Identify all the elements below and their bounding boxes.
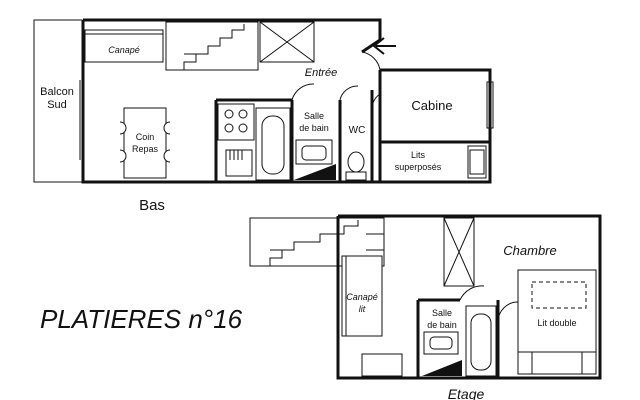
wc-toilet <box>345 151 367 181</box>
lower-stairs <box>165 21 259 71</box>
entrance-arrow-icon <box>372 37 396 55</box>
upper-bathroom-label: Salle <box>432 308 452 318</box>
sofa-bed-label-2: lit <box>359 304 366 314</box>
lower-level: Balcon Sud Canapé Entrée Coin Repas Sall… <box>33 18 494 214</box>
dining-label-2: Repas <box>132 144 159 154</box>
upper-bathroom-label-2: de bain <box>427 320 457 330</box>
lower-interior-walls <box>214 70 490 182</box>
bunks-label-2: superposés <box>395 162 442 172</box>
balcony-label-2: Sud <box>47 99 67 111</box>
dining-label: Coin <box>136 132 155 142</box>
sofa-bed-label: Canapé <box>346 292 378 302</box>
bedroom-label: Chambre <box>503 243 556 258</box>
kitchen-hob <box>217 103 255 141</box>
lower-level-name: Bas <box>139 197 165 214</box>
upper-stairs <box>249 217 385 267</box>
upper-outer-walls <box>336 214 602 380</box>
lower-outer-walls <box>81 18 492 184</box>
balcony-label: Balcon <box>40 86 74 98</box>
sofa-bed <box>341 255 383 337</box>
low-furniture <box>361 353 403 377</box>
double-bed-label: Lit double <box>537 318 576 328</box>
lower-bathtub <box>255 107 291 181</box>
lower-shower-triangle <box>294 164 336 180</box>
upper-shower-triangle <box>422 360 462 376</box>
double-bed <box>517 269 597 375</box>
upper-level-name: Etage <box>448 386 485 400</box>
wc-label: WC <box>349 125 366 136</box>
upper-washbasin <box>423 331 459 355</box>
lower-washbasin <box>295 139 333 165</box>
upper-level: Chambre Canapé lit Salle de bain Lit dou… <box>249 214 602 400</box>
bathroom-label: Salle <box>304 111 324 121</box>
bunk-beds <box>467 145 487 179</box>
sofa <box>84 29 164 63</box>
bunks-label: Lits <box>411 150 426 160</box>
upper-shaft <box>443 217 475 287</box>
entrance-label: Entrée <box>305 67 337 79</box>
kitchen-sink <box>225 149 253 177</box>
bathroom-label-2: de bain <box>299 123 329 133</box>
upper-bathtub <box>465 305 497 377</box>
upper-interior-walls <box>416 298 500 378</box>
cabin-label: Cabine <box>411 98 452 113</box>
plan-title: PLATIERES n°16 <box>40 304 243 334</box>
sofa-label: Canapé <box>108 45 140 55</box>
lower-cupboard <box>259 21 315 63</box>
dining-table <box>119 107 171 179</box>
